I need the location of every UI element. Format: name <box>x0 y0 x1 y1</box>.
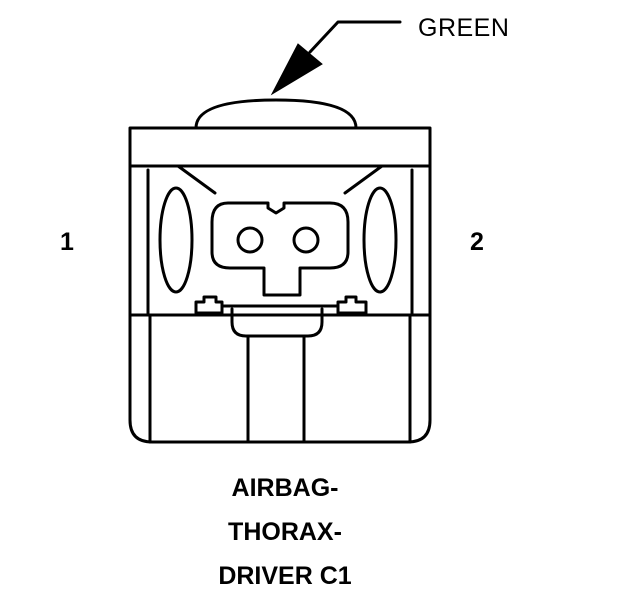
caption-line-2: THORAX- <box>228 518 342 546</box>
pin-2-cavity <box>362 186 398 294</box>
connector-left-shoulder <box>128 164 217 195</box>
lower-curved-tab <box>230 307 324 338</box>
caption-line-3: DRIVER C1 <box>218 562 352 590</box>
pin-1-label: 1 <box>60 228 74 256</box>
pin-1-cavity <box>158 186 194 294</box>
terminal-hole-left <box>236 226 264 254</box>
connector-caption: AIRBAG- THORAX- DRIVER C1 <box>0 466 570 598</box>
left-lock-tab <box>194 295 224 315</box>
caption-line-1: AIRBAG- <box>231 474 339 502</box>
connector-right-wall <box>368 168 414 317</box>
leader-line <box>308 20 402 54</box>
connector-center-key <box>210 201 350 297</box>
leader-arrowhead <box>270 43 323 96</box>
wire-color-label: GREEN <box>418 14 510 42</box>
connector-housing-outline <box>128 126 432 444</box>
connector-top-dome <box>194 98 358 130</box>
pin-2-label: 2 <box>470 228 484 256</box>
connector-right-shoulder <box>343 164 432 195</box>
right-lock-tab <box>336 295 368 315</box>
terminal-hole-right <box>292 226 320 254</box>
